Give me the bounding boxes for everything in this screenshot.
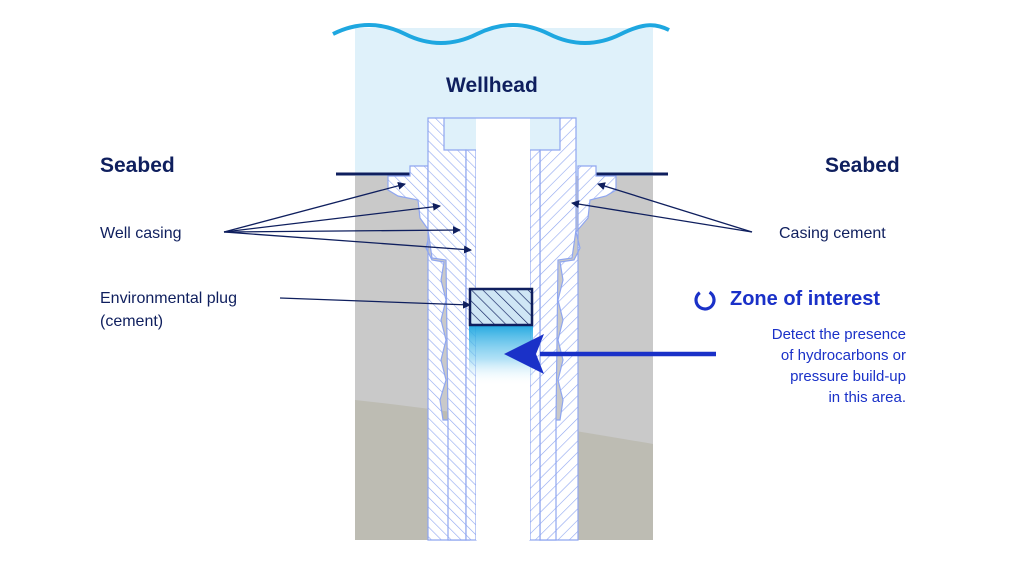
seabed-label-left: Seabed <box>100 154 175 177</box>
zone-description-line-2: of hydrocarbons or <box>780 347 906 364</box>
casing-cement-leaders <box>571 182 753 233</box>
sea-surface-wave <box>332 23 670 45</box>
environmental-plug <box>468 287 534 327</box>
zone-description-line-4: in this area. <box>828 389 906 406</box>
zone-of-interest-title: Zone of interest <box>730 288 881 310</box>
gauge-icon <box>694 289 716 311</box>
outer-casing-left <box>427 117 467 541</box>
seabed-label-right: Seabed <box>825 154 900 177</box>
plug-leader <box>279 297 471 309</box>
well-casing-leaders <box>223 181 472 254</box>
zone-description-line-1: Detect the presence <box>771 326 906 343</box>
environmental-plug-label: Environmental plug <box>100 290 237 307</box>
outer-casing-right <box>539 117 577 541</box>
zone-arrow <box>504 334 716 374</box>
casing-cement-label: Casing cement <box>779 225 886 242</box>
wellhead-label: Wellhead <box>446 74 538 97</box>
zone-description: Detect the presence of hydrocarbons or p… <box>772 324 906 408</box>
zone-description-line-3: pressure build-up <box>790 368 906 385</box>
environmental-plug-sublabel: (cement) <box>100 313 164 330</box>
well-casing-label: Well casing <box>100 225 182 242</box>
